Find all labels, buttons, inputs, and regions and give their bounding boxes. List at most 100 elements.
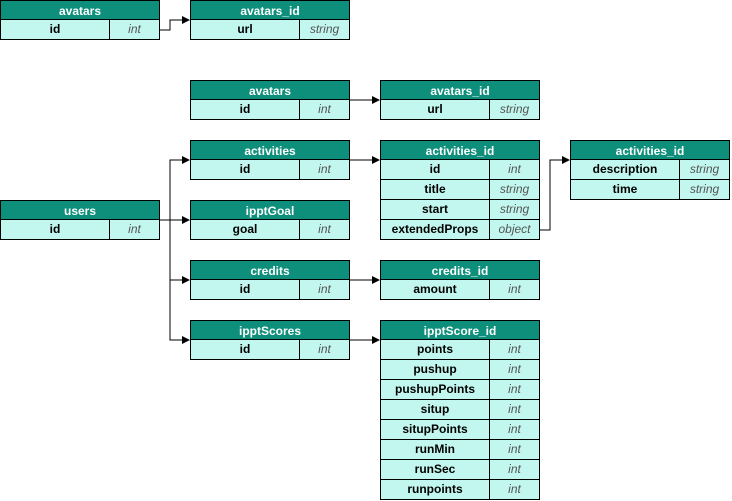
table-title: ipptScore_id [380,320,540,340]
field-name: points [381,340,490,359]
field-type: int [508,462,521,476]
field-type: int [508,362,521,376]
table-row: runpoints int [380,480,540,500]
field-type: int [318,102,331,116]
field-name: url [191,20,300,39]
field-type: string [499,202,530,216]
field-name: id [1,20,110,39]
field-type: string [689,162,720,176]
field-type: string [309,22,340,36]
table-title: users [0,200,160,220]
field-name: url [381,100,490,119]
field-name: runpoints [381,480,490,499]
field-type: int [508,442,521,456]
table-row: description string [570,160,730,180]
field-name: id [191,340,300,359]
field-type: int [128,222,141,236]
table-title: ipptScores [190,320,350,340]
field-type: int [508,422,521,436]
field-name: start [381,200,490,219]
table-title: activities_id [380,140,540,160]
field-name: id [191,280,300,299]
table-row: url string [190,20,350,40]
field-type: int [318,162,331,176]
table-title: ipptGoal [190,200,350,220]
table-row: points int [380,340,540,360]
table-title: avatars [0,0,160,20]
field-name: runSec [381,460,490,479]
field-type: string [499,182,530,196]
field-type: int [508,162,521,176]
field-type: int [508,282,521,296]
connector-users-credits [169,220,190,284]
field-type: int [508,382,521,396]
table-title: activities [190,140,350,160]
table-row: runMin int [380,440,540,460]
table-row: id int [190,340,350,360]
field-name: id [381,160,490,179]
field-name: amount [381,280,490,299]
field-type: string [689,182,720,196]
table-row: pushupPoints int [380,380,540,400]
connector-users-activities [160,156,190,221]
field-name: pushupPoints [381,380,490,399]
field-type: string [499,102,530,116]
table-row: situp int [380,400,540,420]
field-name: title [381,180,490,199]
field-type: int [318,342,331,356]
table-row: start string [380,200,540,220]
connector-avatars-top [160,16,190,31]
field-name: id [191,100,300,119]
field-name: situpPoints [381,420,490,439]
table-row: id int [380,160,540,180]
field-type: int [318,282,331,296]
field-type: int [318,222,331,236]
table-title: avatars_id [380,80,540,100]
field-type: int [508,402,521,416]
field-type: int [508,342,521,356]
table-row: goal int [190,220,350,240]
table-row: amount int [380,280,540,300]
field-name: extendedProps [381,220,490,239]
field-type: int [508,482,521,496]
connector-users-ipptscores [169,280,190,344]
table-row: id int [190,280,350,300]
connector-extendedprops [540,156,570,231]
field-name: goal [191,220,300,239]
table-row: url string [380,100,540,120]
table-row: extendedProps object [380,220,540,240]
field-type: int [128,22,141,36]
table-title: credits_id [380,260,540,280]
field-name: time [571,180,680,199]
table-row: runSec int [380,460,540,480]
field-name: situp [381,400,490,419]
field-type: object [498,222,531,236]
table-row: id int [190,100,350,120]
table-title: activities_id [570,140,730,160]
table-row: title string [380,180,540,200]
field-name: description [571,160,680,179]
table-row: id int [0,20,160,40]
table-title: avatars_id [190,0,350,20]
table-title: credits [190,260,350,280]
field-name: id [1,220,110,239]
table-row: id int [0,220,160,240]
field-name: runMin [381,440,490,459]
table-row: time string [570,180,730,200]
